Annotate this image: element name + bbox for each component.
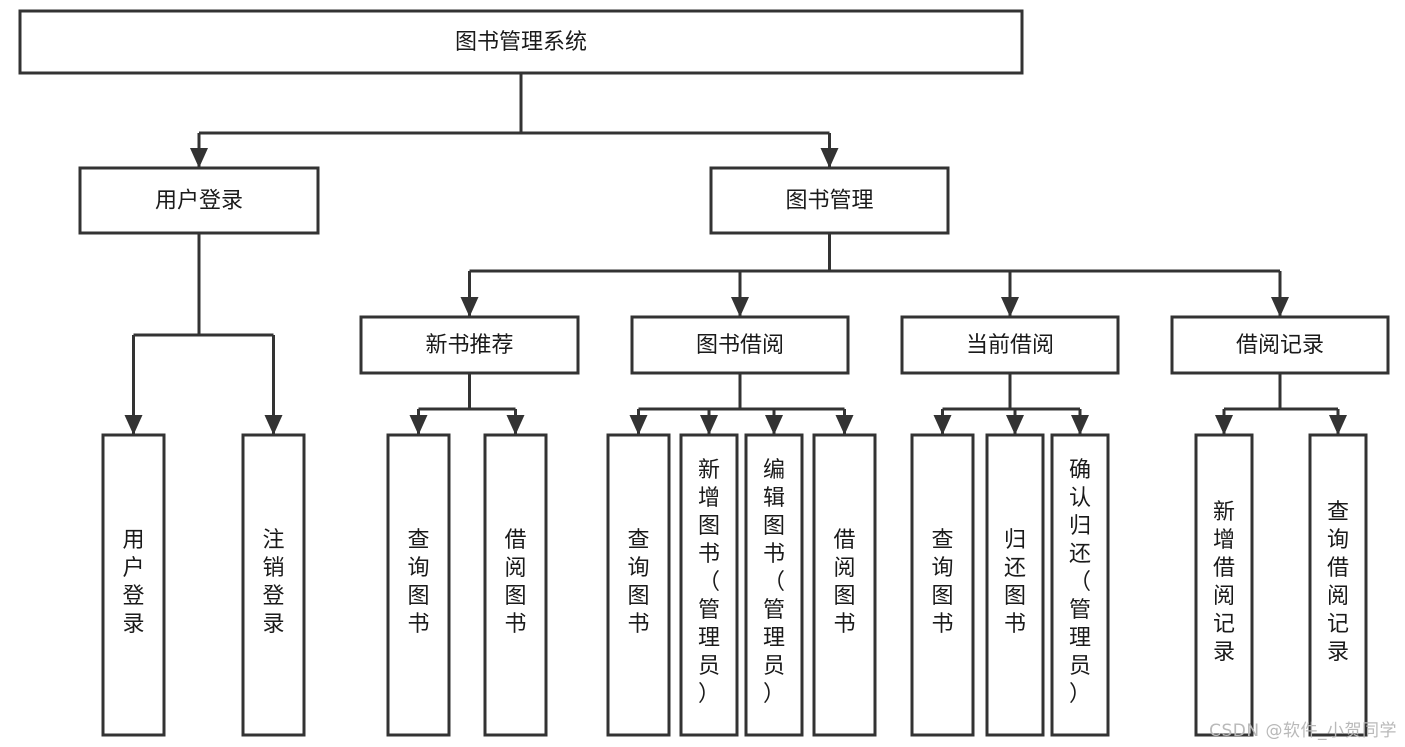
node-leaf[interactable]: 确认归还（管理员） (1050, 433, 1110, 737)
arrow-head-icon (1329, 415, 1347, 435)
node-level3[interactable]: 借阅记录 (1170, 315, 1390, 375)
arrow-head-icon (700, 415, 718, 435)
node-leaf[interactable]: 新增借阅记录 (1194, 433, 1254, 737)
node-rect (709, 166, 950, 235)
node-rect (78, 166, 320, 235)
node-label: 用户登录 (122, 528, 144, 637)
arrow-head-icon (506, 415, 525, 435)
node-leaf[interactable]: 注销登录 (241, 433, 306, 737)
arrow-head-icon (765, 415, 783, 435)
node-leaf[interactable]: 借阅图书 (483, 433, 548, 737)
arrow-head-icon (1271, 297, 1289, 317)
node-label: 图书管理 (785, 189, 873, 214)
node-label: 借阅记录 (1236, 333, 1324, 358)
node-rect (241, 433, 306, 737)
node-leaf[interactable]: 新增图书（管理员） (679, 433, 739, 737)
node-label: 查询图书 (931, 528, 953, 637)
node-level3[interactable]: 当前借阅 (900, 315, 1120, 375)
node-rect (910, 433, 975, 737)
arrow-head-icon (933, 415, 952, 435)
node-rect (900, 315, 1120, 375)
node-label: 借阅图书 (504, 528, 526, 637)
node-rect (630, 315, 850, 375)
arrow-head-icon (264, 415, 283, 435)
node-level2[interactable]: 图书管理 (709, 166, 950, 235)
node-rect (1194, 433, 1254, 737)
node-leaf[interactable]: 编辑图书（管理员） (744, 433, 804, 737)
arrow-head-icon (629, 415, 648, 435)
node-level2[interactable]: 用户登录 (78, 166, 320, 235)
arrow-head-icon (1001, 297, 1019, 317)
node-label: 图书管理系统 (455, 30, 587, 55)
node-rect (483, 433, 548, 737)
node-leaf[interactable]: 借阅图书 (812, 433, 877, 737)
node-level3[interactable]: 图书借阅 (630, 315, 850, 375)
node-rect (679, 433, 739, 737)
node-rect (1308, 433, 1368, 737)
node-label: 编辑图书（管理员） (763, 458, 785, 707)
node-rect (18, 9, 1024, 75)
node-leaf[interactable]: 归还图书 (985, 433, 1045, 737)
node-label: 新增图书（管理员） (698, 458, 720, 707)
arrow-head-icon (835, 415, 854, 435)
arrow-head-icon (820, 148, 839, 168)
arrow-head-icon (1215, 415, 1233, 435)
arrow-head-icon (1006, 415, 1024, 435)
node-label: 借阅图书 (833, 528, 855, 637)
node-rect (744, 433, 804, 737)
node-label: 归还图书 (1004, 528, 1026, 637)
node-label: 注销登录 (262, 528, 284, 637)
node-leaf[interactable]: 查询图书 (386, 433, 451, 737)
node-rect (606, 433, 671, 737)
node-rect (386, 433, 451, 737)
node-label: 图书借阅 (696, 333, 784, 358)
arrow-head-icon (409, 415, 428, 435)
node-rect (812, 433, 877, 737)
node-label: 用户登录 (155, 189, 243, 214)
arrow-head-icon (460, 297, 479, 317)
node-rect (1170, 315, 1390, 375)
connectors-layer (124, 73, 1347, 435)
arrow-head-icon (731, 297, 749, 317)
node-label: 查询图书 (407, 528, 429, 637)
node-leaf[interactable]: 查询图书 (910, 433, 975, 737)
node-rect (985, 433, 1045, 737)
arrow-head-icon (1071, 415, 1089, 435)
node-label: 查询借阅记录 (1327, 500, 1349, 665)
csdn-watermark: CSDN @软件_小贺同学 (1209, 721, 1397, 741)
node-rect (359, 315, 580, 375)
node-rect (101, 433, 166, 737)
node-label: 确认归还（管理员） (1069, 458, 1091, 707)
node-leaf[interactable]: 查询借阅记录 (1308, 433, 1368, 737)
node-leaf[interactable]: 用户登录 (101, 433, 166, 737)
node-rect (1050, 433, 1110, 737)
node-level3[interactable]: 新书推荐 (359, 315, 580, 375)
node-label: 新增借阅记录 (1213, 500, 1235, 665)
node-label: 新书推荐 (425, 333, 513, 358)
nodes-layer: 图书管理系统用户登录图书管理新书推荐图书借阅当前借阅借阅记录用户登录注销登录查询… (18, 9, 1390, 737)
arrow-head-icon (190, 148, 208, 168)
node-leaf[interactable]: 查询图书 (606, 433, 671, 737)
node-root[interactable]: 图书管理系统 (18, 9, 1024, 75)
arrow-head-icon (124, 415, 143, 435)
node-label: 查询图书 (627, 528, 649, 637)
node-label: 当前借阅 (966, 333, 1054, 358)
